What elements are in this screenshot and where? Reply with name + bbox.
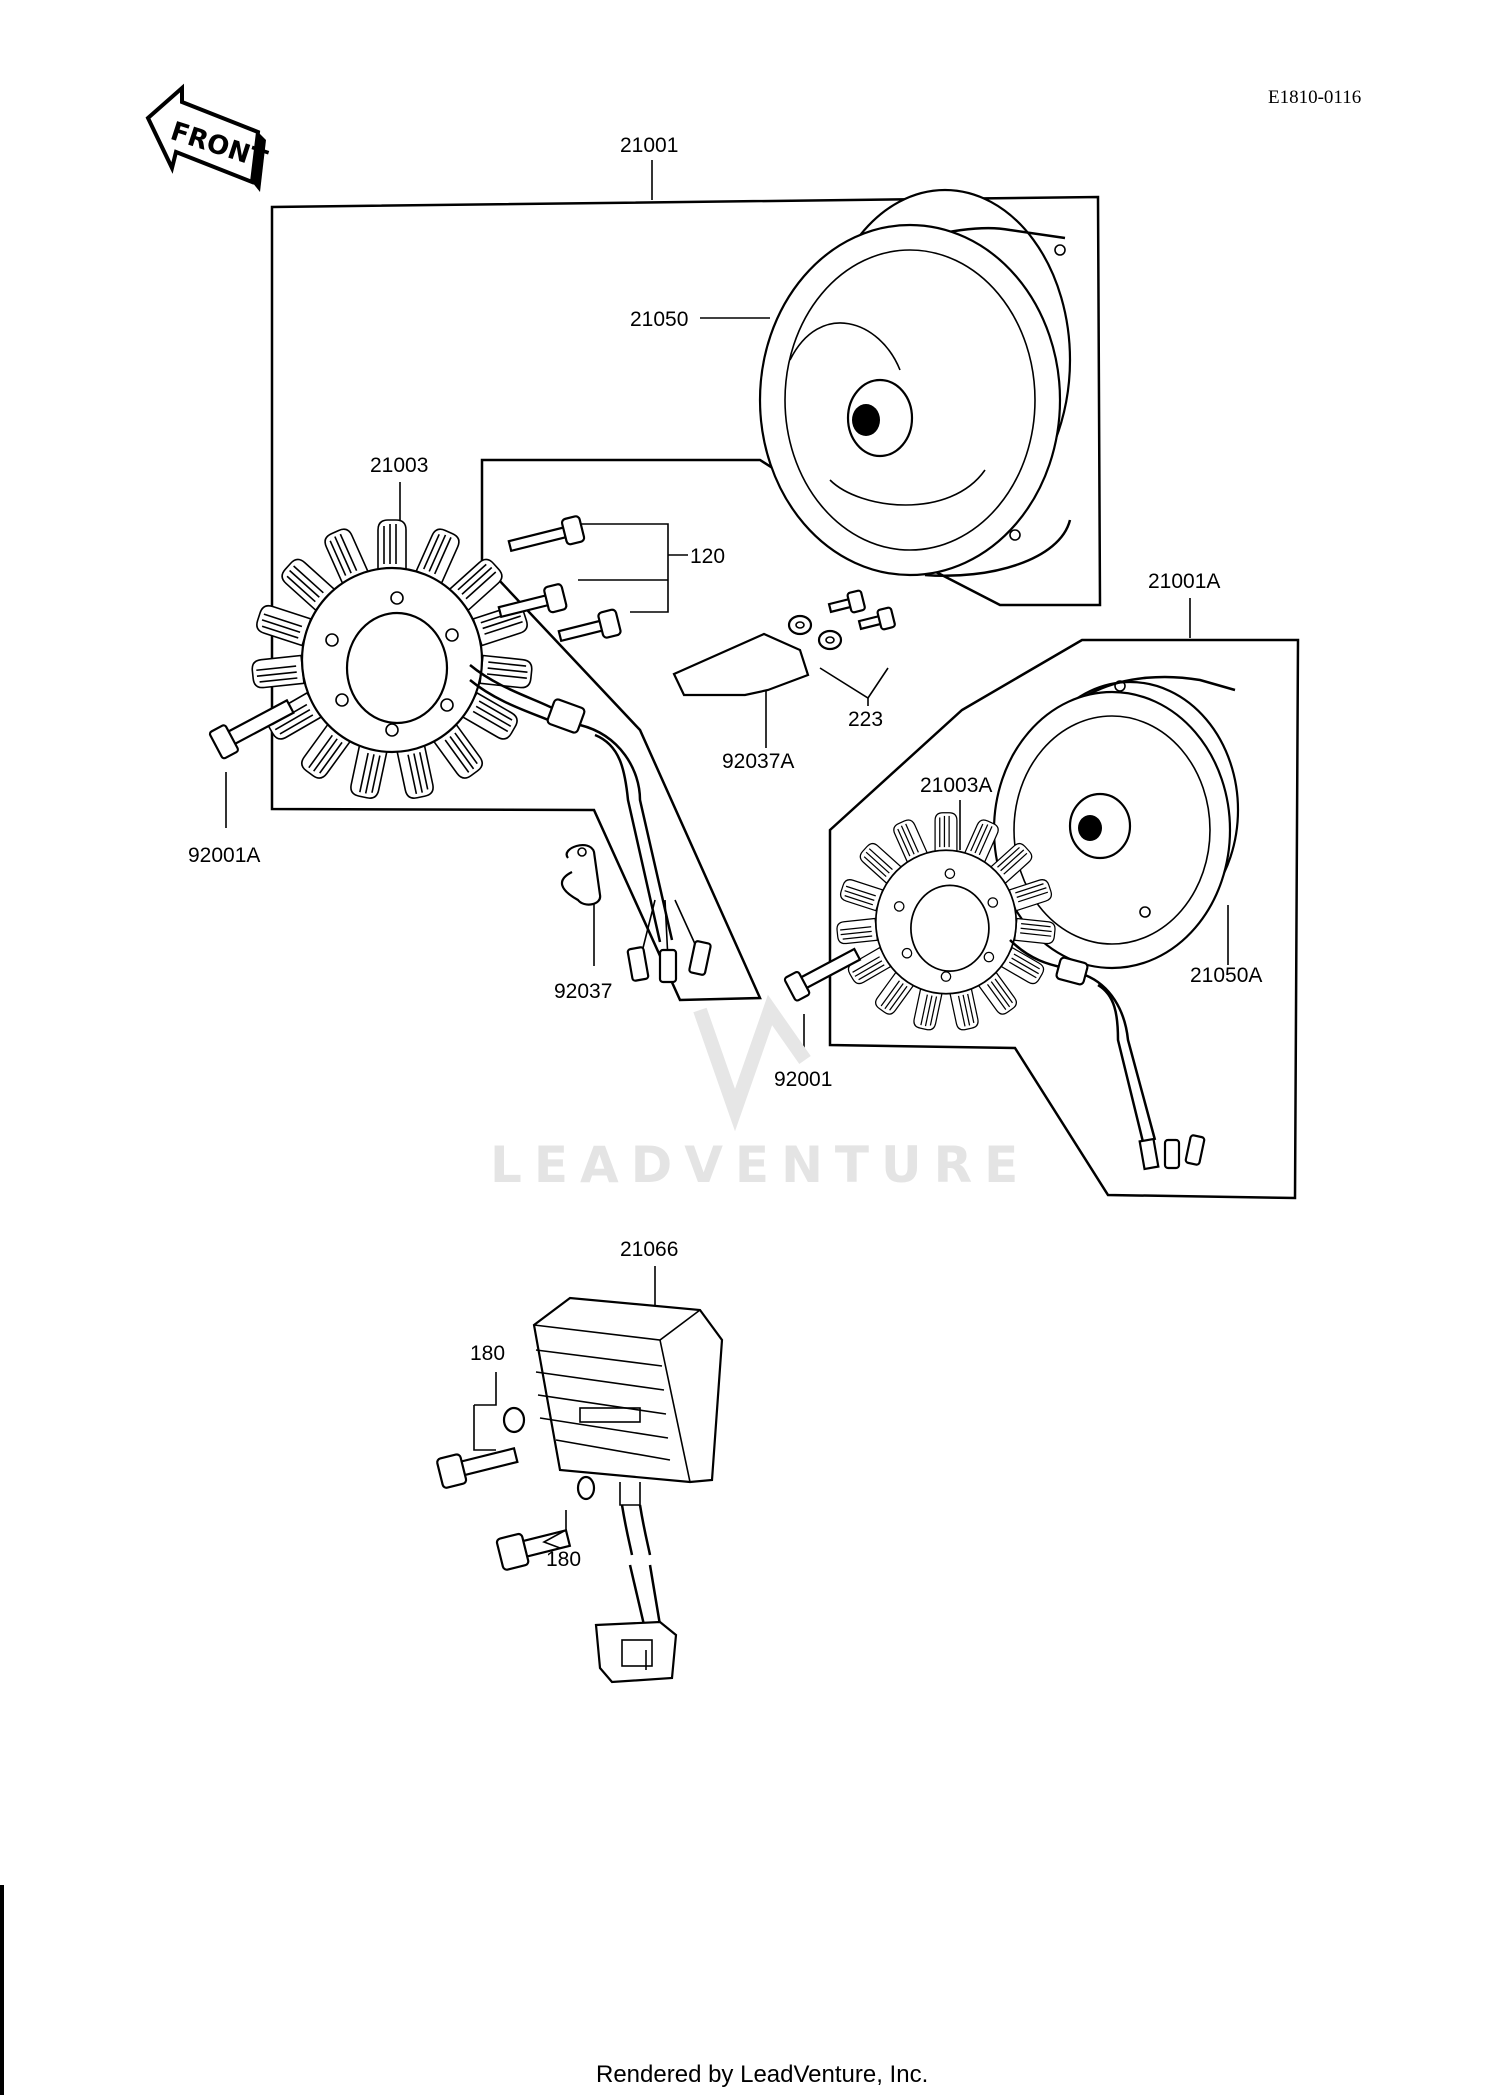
bolt-92001A: 92001A xyxy=(188,698,295,867)
callout-180-lower: 180 xyxy=(546,1548,581,1571)
callout-120: 120 xyxy=(690,545,725,568)
watermark: LEADVENTURE xyxy=(490,994,1030,1194)
callout-92037: 92037 xyxy=(554,980,612,1003)
fasteners-223: 223 xyxy=(787,589,896,731)
edge-mark xyxy=(0,1885,4,2095)
plate-92037A: 92037A xyxy=(672,632,810,773)
stator-21003A: 21003A xyxy=(835,774,1206,1171)
callout-92037A: 92037A xyxy=(722,750,794,773)
regulator-21066: 21066 xyxy=(532,1238,724,1684)
front-arrow-icon: FRONT xyxy=(145,83,271,192)
callout-21003: 21003 xyxy=(370,454,428,477)
flywheel-21050A: 21050A xyxy=(992,675,1262,987)
callout-21001A: 21001A xyxy=(1148,570,1220,593)
screws-180: 180 180 xyxy=(436,1342,596,1571)
stator-21003: 21003 xyxy=(250,454,712,984)
flywheel-21050: 21050 xyxy=(630,188,1072,577)
group-21001-bracket: 21001 xyxy=(270,134,1102,1002)
callout-21050: 21050 xyxy=(630,308,688,331)
callout-92001: 92001 xyxy=(774,1068,832,1091)
callout-21066: 21066 xyxy=(620,1238,678,1261)
callout-21050A: 21050A xyxy=(1190,964,1262,987)
callout-21003A: 21003A xyxy=(920,774,992,797)
bolt-92001: 92001 xyxy=(774,947,862,1091)
callout-180-upper: 180 xyxy=(470,1342,505,1365)
clamp-92037: 92037 xyxy=(554,844,612,1003)
screws-120: 120 xyxy=(497,515,725,643)
callout-21001: 21001 xyxy=(620,134,678,157)
callout-223: 223 xyxy=(848,708,883,731)
reference-code: E1810-0116 xyxy=(1268,87,1361,108)
group-21001A-bracket: 21001A xyxy=(828,570,1300,1200)
footer-credit: Rendered by LeadVenture, Inc. xyxy=(596,2061,928,2088)
callout-92001A: 92001A xyxy=(188,844,260,867)
watermark-text: LEADVENTURE xyxy=(490,1136,1030,1194)
